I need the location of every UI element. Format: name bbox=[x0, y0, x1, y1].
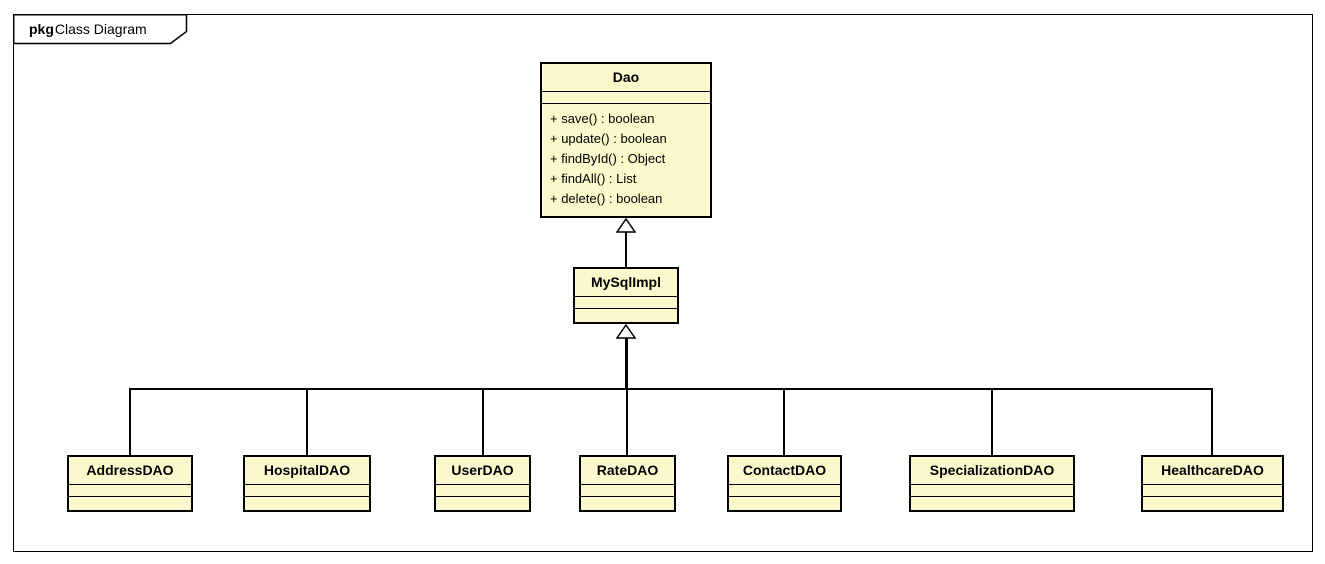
methods-compartment: + save() : boolean + update() : boolean … bbox=[542, 104, 710, 209]
class-title: HealthcareDAO bbox=[1143, 457, 1282, 485]
class-title: MySqlImpl bbox=[575, 269, 677, 297]
package-frame bbox=[13, 14, 1313, 552]
package-tab bbox=[13, 14, 188, 45]
class-title: RateDAO bbox=[581, 457, 674, 485]
attributes-compartment bbox=[729, 485, 840, 497]
methods-compartment bbox=[729, 497, 840, 510]
method-label: + findById() : Object bbox=[550, 151, 666, 166]
edge-addressdao bbox=[129, 388, 131, 456]
class-box-dao: Dao + save() : boolean + update() : bool… bbox=[540, 62, 712, 218]
class-box-addressdao: AddressDAO bbox=[67, 455, 193, 512]
class-box-contactdao: ContactDAO bbox=[727, 455, 842, 512]
class-title: Dao bbox=[542, 64, 710, 92]
class-box-healthcaredao: HealthcareDAO bbox=[1141, 455, 1284, 512]
generalization-arrowhead-icon bbox=[616, 218, 636, 233]
attributes-compartment bbox=[575, 297, 677, 309]
generalization-edge-mysqlimpl-dao bbox=[625, 232, 627, 268]
package-title: Class Diagram bbox=[54, 21, 147, 37]
package-keyword: pkg bbox=[29, 21, 54, 37]
class-box-ratedao: RateDAO bbox=[579, 455, 676, 512]
edge-ratedao bbox=[626, 388, 628, 456]
attributes-compartment bbox=[1143, 485, 1282, 497]
method-label: + delete() : boolean bbox=[550, 191, 663, 206]
methods-compartment bbox=[436, 497, 529, 510]
package-tab-label: pkgClass Diagram bbox=[29, 14, 147, 44]
class-box-specializationdao: SpecializationDAO bbox=[909, 455, 1075, 512]
attributes-compartment bbox=[69, 485, 191, 497]
class-box-userdao: UserDAO bbox=[434, 455, 531, 512]
class-title: UserDAO bbox=[436, 457, 529, 485]
class-title: ContactDAO bbox=[729, 457, 840, 485]
generalization-bus bbox=[130, 388, 1213, 390]
attributes-compartment bbox=[436, 485, 529, 497]
edge-healthcaredao bbox=[1211, 388, 1213, 456]
class-title: AddressDAO bbox=[69, 457, 191, 485]
attributes-compartment bbox=[911, 485, 1073, 497]
methods-compartment bbox=[245, 497, 369, 510]
attributes-compartment bbox=[542, 92, 710, 104]
attributes-compartment bbox=[245, 485, 369, 497]
class-box-mysqlimpl: MySqlImpl bbox=[573, 267, 679, 324]
method-label: + findAll() : List bbox=[550, 171, 637, 186]
generalization-arrowhead-icon bbox=[616, 324, 636, 339]
method-label: + update() : boolean bbox=[550, 131, 667, 146]
class-box-hospitaldao: HospitalDAO bbox=[243, 455, 371, 512]
edge-userdao bbox=[482, 388, 484, 456]
methods-compartment bbox=[1143, 497, 1282, 510]
class-title: SpecializationDAO bbox=[911, 457, 1073, 485]
edge-specializationdao bbox=[991, 388, 993, 456]
methods-compartment bbox=[575, 309, 677, 322]
attributes-compartment bbox=[581, 485, 674, 497]
class-title: HospitalDAO bbox=[245, 457, 369, 485]
method-label: + save() : boolean bbox=[550, 111, 655, 126]
methods-compartment bbox=[69, 497, 191, 510]
edge-hospitaldao bbox=[306, 388, 308, 456]
methods-compartment bbox=[911, 497, 1073, 510]
generalization-trunk bbox=[625, 338, 628, 389]
methods-compartment bbox=[581, 497, 674, 510]
edge-contactdao bbox=[783, 388, 785, 456]
